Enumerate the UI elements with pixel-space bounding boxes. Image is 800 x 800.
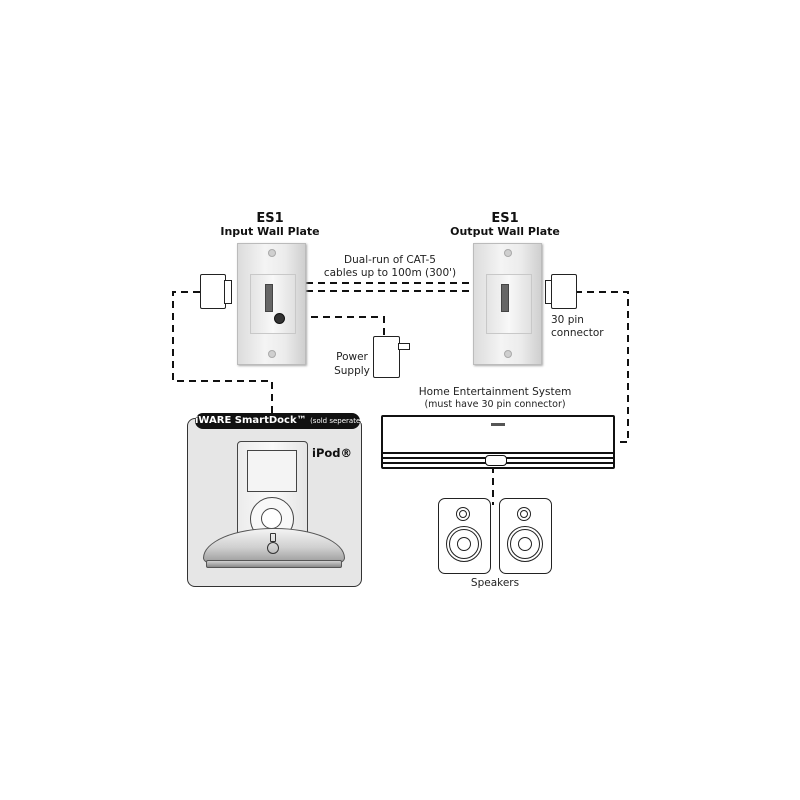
screw-icon: [268, 249, 276, 257]
home-entertainment-system: [381, 415, 615, 469]
power-supply-line2: Supply: [334, 365, 370, 377]
home-system-note: (must have 30 pin connector): [424, 399, 566, 410]
connector-label-line2: connector: [551, 327, 604, 339]
input-plate-label: Input Wall Plate: [220, 225, 320, 238]
port-icon: [265, 284, 273, 312]
plate-insert: [486, 274, 532, 334]
smartdock-header: iWARE SmartDock™ (sold seperately): [195, 413, 369, 429]
power-supply-icon: [373, 336, 400, 378]
cable-label-line1: Dual-run of CAT-5: [344, 254, 436, 266]
input-wall-plate: [237, 243, 306, 365]
screw-icon: [268, 350, 276, 358]
power-supply-line1: Power: [336, 351, 368, 363]
cable-label-line2: cables up to 100m (300'): [323, 267, 457, 279]
input-plate-model: ES1: [256, 211, 284, 226]
ipod-icon: [237, 441, 308, 543]
port-icon: [501, 284, 509, 312]
output-plate-model: ES1: [491, 211, 519, 226]
screw-icon: [504, 249, 512, 257]
connector-label-line1: 30 pin: [551, 314, 584, 326]
system-cable: [575, 291, 629, 443]
power-jack-icon: [274, 313, 285, 324]
output-wall-plate: [473, 243, 542, 365]
dock-cable: [172, 291, 273, 420]
smartdock-title: iWARE SmartDock™: [195, 415, 307, 426]
output-plate-label: Output Wall Plate: [450, 225, 560, 238]
smartdock-note: (sold seperately): [310, 417, 370, 425]
dock-connector-icon: [200, 274, 226, 309]
speakers-label: Speakers: [470, 577, 520, 589]
screw-icon: [504, 350, 512, 358]
speaker-left-icon: [438, 498, 491, 574]
ipod-label: iPod®: [312, 446, 353, 460]
dock-indicator: [270, 533, 276, 542]
plate-insert: [250, 274, 296, 334]
dock-base-rim: [206, 560, 342, 568]
connector-tab: [224, 280, 232, 304]
speaker-right-icon: [499, 498, 552, 574]
system-connector-icon: [551, 274, 577, 309]
power-cable: [287, 316, 385, 335]
brand-logo: [491, 423, 505, 426]
home-system-title: Home Entertainment System: [418, 386, 572, 398]
dock-logo-icon: [267, 542, 279, 554]
dock-slot-icon: [485, 455, 507, 466]
ipod-screen: [247, 450, 297, 492]
plug-prongs-icon: [398, 343, 410, 350]
